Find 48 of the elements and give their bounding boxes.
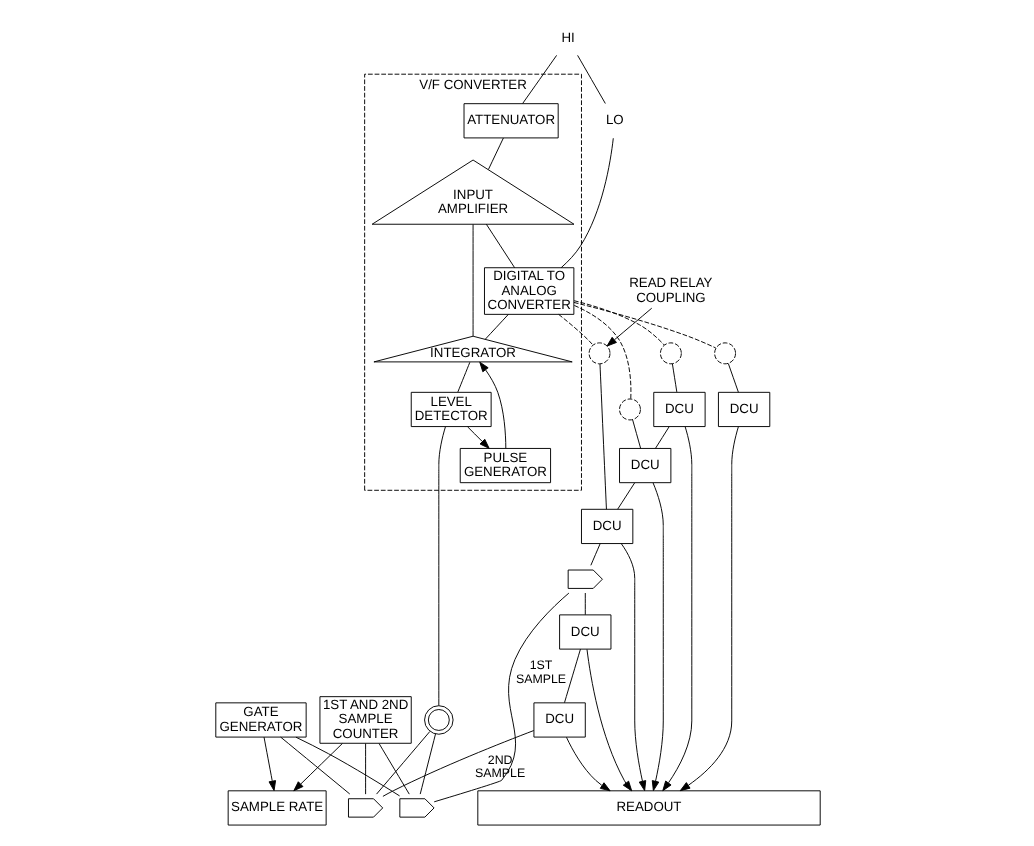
connector <box>486 137 503 170</box>
node-coil <box>618 398 640 421</box>
arrow <box>678 426 738 792</box>
connector <box>572 305 631 400</box>
connector <box>381 730 534 797</box>
arrow <box>292 743 342 792</box>
connector <box>437 426 445 707</box>
arrow <box>478 361 506 449</box>
connector <box>670 363 677 393</box>
connector <box>589 543 600 566</box>
connector <box>364 743 366 795</box>
connector <box>583 592 585 616</box>
arrow <box>565 736 610 792</box>
connector <box>563 648 580 704</box>
connector <box>616 482 635 510</box>
connector <box>631 419 641 449</box>
arrow <box>605 307 652 347</box>
connector <box>572 300 664 346</box>
node-coil <box>713 342 736 365</box>
connector <box>418 733 435 795</box>
connector <box>726 363 738 393</box>
node-coil <box>658 342 681 365</box>
connector <box>483 314 508 340</box>
connector <box>576 54 605 104</box>
connector <box>456 361 470 393</box>
connector <box>432 592 569 803</box>
connector <box>279 736 350 795</box>
node-coil <box>587 342 610 365</box>
connector <box>471 223 473 337</box>
connector <box>294 736 400 797</box>
connector <box>572 301 716 349</box>
node-gate <box>566 569 602 589</box>
connector <box>377 743 409 795</box>
connector <box>559 137 613 269</box>
connector <box>375 731 430 795</box>
arrow <box>465 426 489 449</box>
arrow <box>619 543 646 792</box>
node-gate <box>347 798 383 818</box>
arrow <box>262 736 276 792</box>
connector <box>654 426 669 449</box>
arrow <box>661 426 692 792</box>
node-gate <box>398 798 434 818</box>
connector <box>484 223 515 269</box>
connector <box>598 363 606 510</box>
connector <box>521 54 557 104</box>
arrow <box>585 648 632 792</box>
arrow <box>650 482 663 792</box>
connector <box>557 313 593 346</box>
